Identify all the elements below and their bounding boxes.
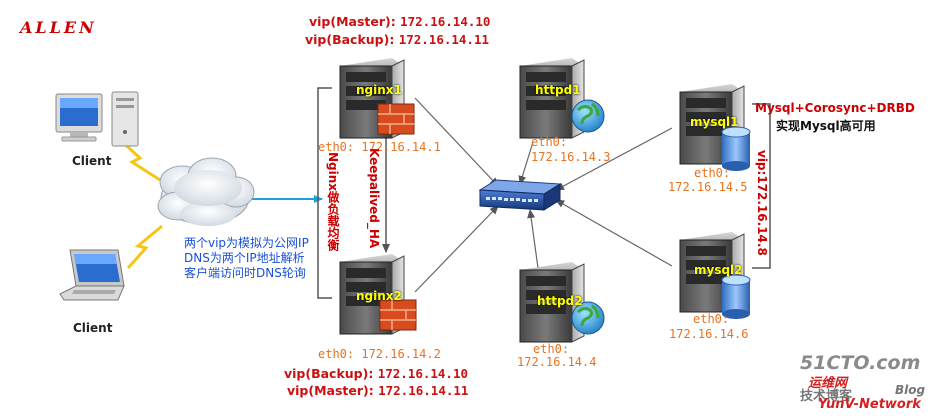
mysql-ha-line1: Mysql+Corosync+DRBD: [755, 101, 915, 115]
vip-bottom-line2-ip: 172.16.14.11: [378, 383, 469, 398]
firewall-nginx1-icon: [377, 103, 415, 135]
mysql1-name: mysql1: [690, 115, 739, 129]
nginx2-ip: eth0: 172.16.14.2: [318, 347, 441, 361]
link-nginx2-switch: [414, 205, 499, 293]
allen-logo: ALLEN: [20, 18, 97, 37]
nginx1-ip: eth0: 172.16.14.1: [318, 140, 441, 154]
watermark-sub3: YunV-Network: [818, 397, 921, 412]
laptop-icon: [59, 249, 125, 301]
httpd1-ip: 172.16.14.3: [531, 150, 611, 164]
vip-top-line2-ip: 172.16.14.11: [398, 32, 490, 47]
database-mysql1-icon: [721, 126, 751, 171]
dns-note-line3: 客户端访问时DNS轮询: [184, 266, 306, 280]
nginx-lb-label: Nginx做负载均衡: [326, 152, 340, 252]
vip-bottom-line1-ip: 172.16.14.10: [377, 366, 469, 381]
mysql2-name: mysql2: [694, 263, 743, 277]
watermark-brand: 运维网: [808, 376, 848, 391]
watermark-site: 51CTO.com: [800, 352, 921, 374]
vip-bottom-line2: vip(Master): 172.16.14.11: [287, 383, 469, 398]
server-httpd1-icon: [519, 58, 585, 139]
internet-cloud-icon: [157, 157, 255, 226]
link-nginx1-switch: [414, 97, 499, 187]
watermark-sub2: Blog: [895, 383, 926, 397]
network-switch-icon: [478, 179, 562, 211]
link-mysql1-switch: [555, 127, 673, 191]
httpd2-name: httpd2: [537, 294, 583, 308]
vip-bottom-line1: vip(Backup): 172.16.14.10: [284, 366, 469, 381]
nginx2-name: nginx2: [356, 289, 402, 303]
lightning-link-bottom: [126, 224, 163, 270]
link-httpd2-switch: [527, 209, 539, 269]
globe-httpd1-icon: [571, 99, 605, 133]
vip-top-line1: vip(Master): 172.16.14.10: [309, 14, 491, 29]
client-top-label: Client: [72, 154, 112, 168]
dns-note-line1: 两个vip为模拟为公网IP: [184, 236, 309, 250]
firewall-nginx2-icon: [379, 299, 417, 331]
nginx1-name: nginx1: [356, 83, 402, 97]
httpd1-iface: eth0:: [531, 135, 568, 149]
httpd2-iface: eth0:: [533, 342, 570, 356]
lightning-link-top: [116, 136, 161, 182]
database-mysql2-icon: [721, 274, 751, 319]
dns-note-line2: DNS为两个IP地址解析: [184, 251, 305, 265]
client-bottom-label: Client: [73, 321, 113, 335]
httpd2-ip: 172.16.14.4: [517, 355, 597, 369]
desktop-computer-icon: [55, 91, 139, 147]
vip-bottom-line1-label: vip(Backup):: [284, 366, 374, 381]
vip-top-line2: vip(Backup): 172.16.14.11: [305, 32, 490, 47]
mysql-ha-line2: 实现Mysql高可用: [776, 119, 876, 133]
nginx-bracket: [317, 87, 332, 299]
mysql1-ip: 172.16.14.5: [668, 180, 748, 194]
mysql2-ip: 172.16.14.6: [669, 327, 749, 341]
httpd1-name: httpd1: [535, 83, 581, 97]
vip-bottom-line2-label: vip(Master):: [287, 383, 374, 398]
vip-top-line1-ip: 172.16.14.10: [400, 14, 491, 29]
mysql-vip-label: vip:172.16.14.8: [755, 150, 769, 256]
vip-top-line2-label: vip(Backup):: [305, 32, 395, 47]
mysql1-iface: eth0:: [694, 166, 731, 180]
vip-top-line1-label: vip(Master):: [309, 14, 396, 29]
link-mysql2-switch: [555, 199, 673, 267]
globe-httpd2-icon: [571, 301, 605, 335]
keepalived-label: Keepalived_HA: [367, 148, 381, 249]
mysql-bracket: [752, 103, 771, 269]
mysql2-iface: eth0:: [693, 312, 730, 326]
link-httpd1-switch: [518, 141, 534, 185]
watermark-sub1: 技术博客: [800, 389, 853, 404]
